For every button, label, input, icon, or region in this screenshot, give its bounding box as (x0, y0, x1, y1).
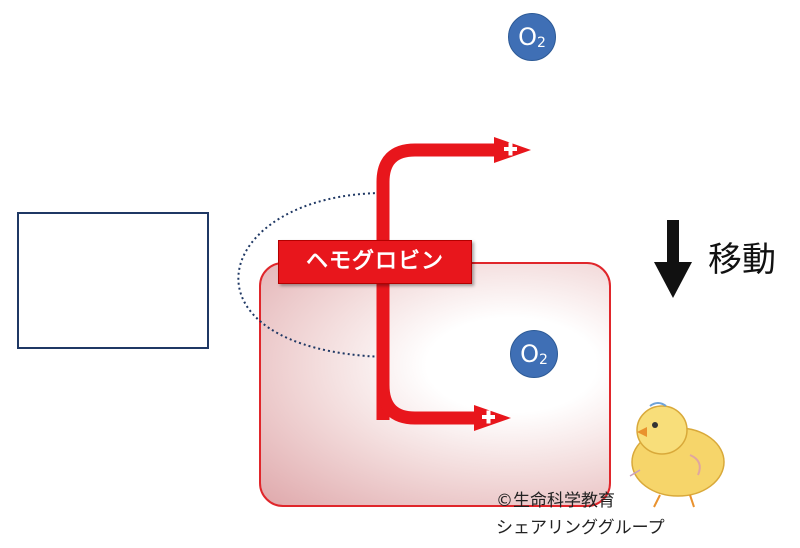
oxygen-label: O (520, 340, 539, 368)
channel-path (376, 143, 500, 420)
channel-lower-branch (376, 384, 480, 425)
oxygen-subscript: 2 (538, 352, 548, 368)
oxygen-label: O (518, 23, 537, 51)
credit-line-1: ©生命科学教育 (496, 491, 615, 511)
cell-container (259, 262, 611, 507)
oxygen-molecule-inside: O2 (510, 330, 558, 378)
down-arrow-icon (654, 220, 692, 298)
lower-plus-icon (482, 410, 495, 424)
upper-plus-icon (504, 142, 517, 156)
oxygen-subscript: 2 (536, 35, 546, 51)
movement-label: 移動 (708, 240, 776, 280)
credit-line-2: シェアリンググループ (496, 518, 665, 538)
hemoglobin-label: ヘモグロビン (278, 240, 472, 284)
chick-icon (629, 402, 725, 508)
oxygen-molecule-outside: O2 (508, 13, 556, 61)
empty-box (17, 212, 209, 349)
dotted-connector (237, 192, 386, 358)
